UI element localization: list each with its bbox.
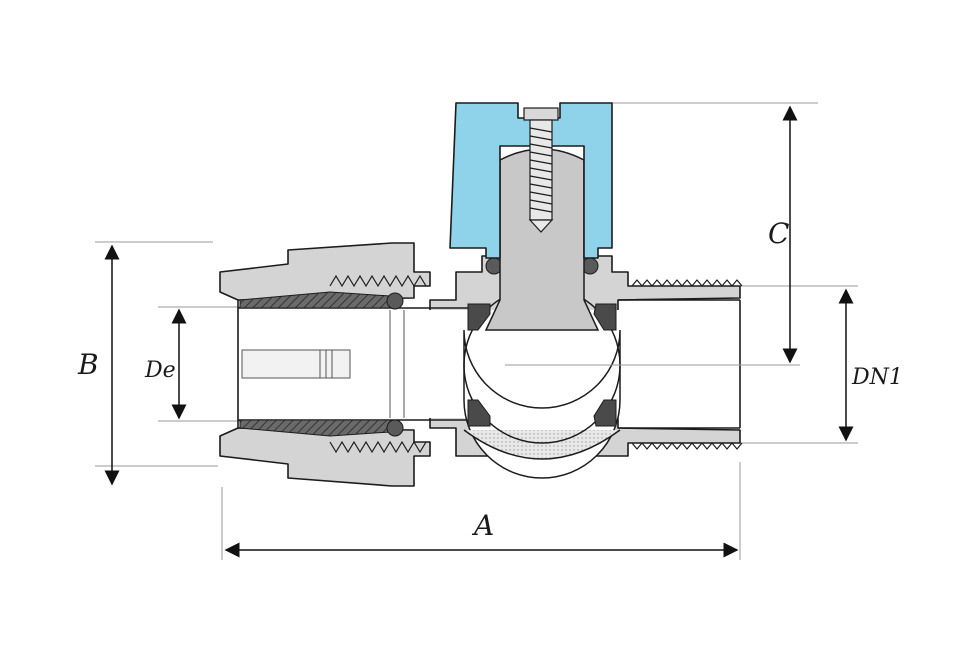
nut-thread [329, 274, 427, 454]
compression-nut-top [219, 242, 431, 301]
ball [463, 286, 790, 479]
dim-label-c: C [768, 217, 789, 250]
dim-label-a: A [471, 509, 494, 542]
dim-label-dn1: DN1 [851, 365, 903, 390]
handle-screw [523, 107, 559, 233]
ball-seats [467, 303, 617, 427]
pipe-stub [241, 310, 405, 418]
dimension-arrows [104, 105, 854, 558]
dim-label-b: B [77, 348, 99, 381]
compression-nut-bottom [219, 427, 431, 487]
dim-label-de: De [144, 358, 176, 383]
male-thread [631, 279, 743, 450]
